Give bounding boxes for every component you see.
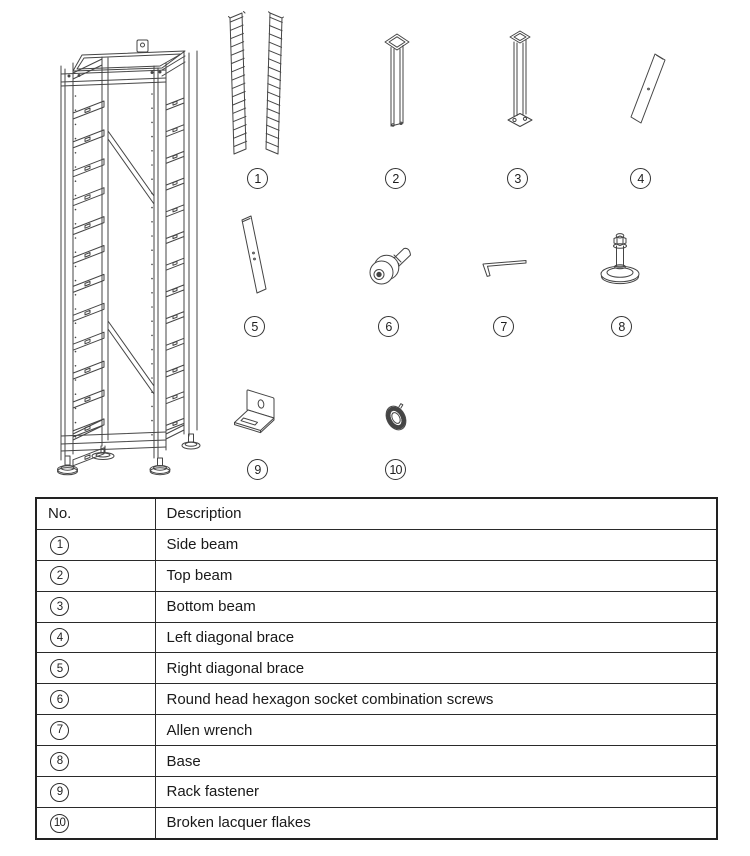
part-7-badge: 7: [493, 316, 514, 337]
rack-assembly-drawing: [48, 36, 208, 491]
circled-number: 2: [50, 566, 69, 586]
rack-top-face: [73, 51, 185, 71]
part-description-cell: Rack fastener: [154, 776, 718, 808]
col-header-description: Description: [154, 497, 718, 530]
part-2-top-beam-drawing: [382, 30, 412, 132]
rack-left-slats: [72, 100, 105, 467]
part-6-badge: 6: [378, 316, 399, 337]
part-1-badge: 1: [247, 168, 268, 189]
part-number-cell: 10: [35, 806, 156, 840]
rack-feet: [58, 434, 201, 475]
table-row: 9 Rack fastener: [35, 776, 718, 808]
part-description-cell: Right diagonal brace: [154, 652, 718, 685]
part-description-cell: Allen wrench: [154, 714, 718, 747]
part-number-cell: 4: [35, 621, 156, 654]
part-number-cell: 7: [35, 714, 156, 747]
table-row: 3 Bottom beam: [35, 590, 718, 623]
part-4-badge: 4: [630, 168, 651, 189]
part-2-badge: 2: [385, 168, 406, 189]
rack-posts: [61, 51, 197, 460]
part-1-side-beams-drawing: [222, 8, 294, 158]
part-number-cell: 8: [35, 745, 156, 778]
circled-number: 4: [50, 628, 69, 648]
part-description-cell: Bottom beam: [154, 590, 718, 623]
part-description-cell: Round head hexagon socket combination sc…: [154, 683, 718, 716]
table-row: 4 Left diagonal brace: [35, 621, 718, 654]
rack-right-slats: [165, 97, 185, 431]
circled-number: 6: [50, 690, 69, 710]
part-4-left-diagonal-brace-drawing: [627, 50, 669, 130]
circled-number: 10: [50, 813, 69, 833]
part-5-badge: 5: [244, 316, 265, 337]
part-description-cell: Left diagonal brace: [154, 621, 718, 654]
table-row: 8 Base: [35, 745, 718, 778]
rack-top-beams: [61, 56, 185, 86]
table-row: 5 Right diagonal brace: [35, 652, 718, 685]
circled-number: 1: [50, 535, 69, 555]
part-8-base-foot-drawing: [598, 231, 646, 288]
part-description-cell: Base: [154, 745, 718, 778]
table-row: 6 Round head hexagon socket combination …: [35, 683, 718, 716]
part-number-cell: 9: [35, 776, 156, 808]
part-number-cell: 1: [35, 528, 156, 561]
part-5-right-diagonal-brace-drawing: [238, 214, 270, 296]
part-8-badge: 8: [611, 316, 632, 337]
circled-number: 9: [50, 782, 69, 802]
part-7-allen-wrench-drawing: [477, 254, 529, 280]
table-header-row: No. Description: [35, 497, 718, 530]
circled-number: 8: [50, 751, 69, 771]
table-row: 7 Allen wrench: [35, 714, 718, 747]
part-number-cell: 6: [35, 683, 156, 716]
rack-top-tab: [137, 40, 148, 52]
part-description-cell: Top beam: [154, 559, 718, 592]
circled-number: 3: [50, 597, 69, 617]
part-number-cell: 2: [35, 559, 156, 592]
part-9-rack-fastener-drawing: [232, 385, 280, 437]
table-row: 1 Side beam: [35, 528, 718, 561]
part-description-cell: Side beam: [154, 528, 718, 561]
part-10-badge: 10: [385, 459, 406, 480]
part-number-cell: 5: [35, 652, 156, 685]
part-10-lacquer-flake-drawing: [381, 400, 411, 436]
rack-diagonal-braces: [108, 131, 154, 394]
part-9-badge: 9: [247, 459, 268, 480]
parts-table: No. Description 1 Side beam 2 Top beam 3…: [35, 497, 718, 840]
part-3-badge: 3: [507, 168, 528, 189]
table-row: 2 Top beam: [35, 559, 718, 592]
col-header-no: No.: [35, 497, 156, 530]
part-6-screw-drawing: [365, 243, 415, 291]
circled-number: 7: [50, 720, 69, 740]
table-row: 10 Broken lacquer flakes: [35, 806, 718, 840]
part-number-cell: 3: [35, 590, 156, 623]
part-description-cell: Broken lacquer flakes: [154, 806, 718, 840]
part-3-bottom-beam-drawing: [505, 28, 535, 131]
rack-bottom-beams: [61, 420, 184, 451]
circled-number: 5: [50, 659, 69, 679]
